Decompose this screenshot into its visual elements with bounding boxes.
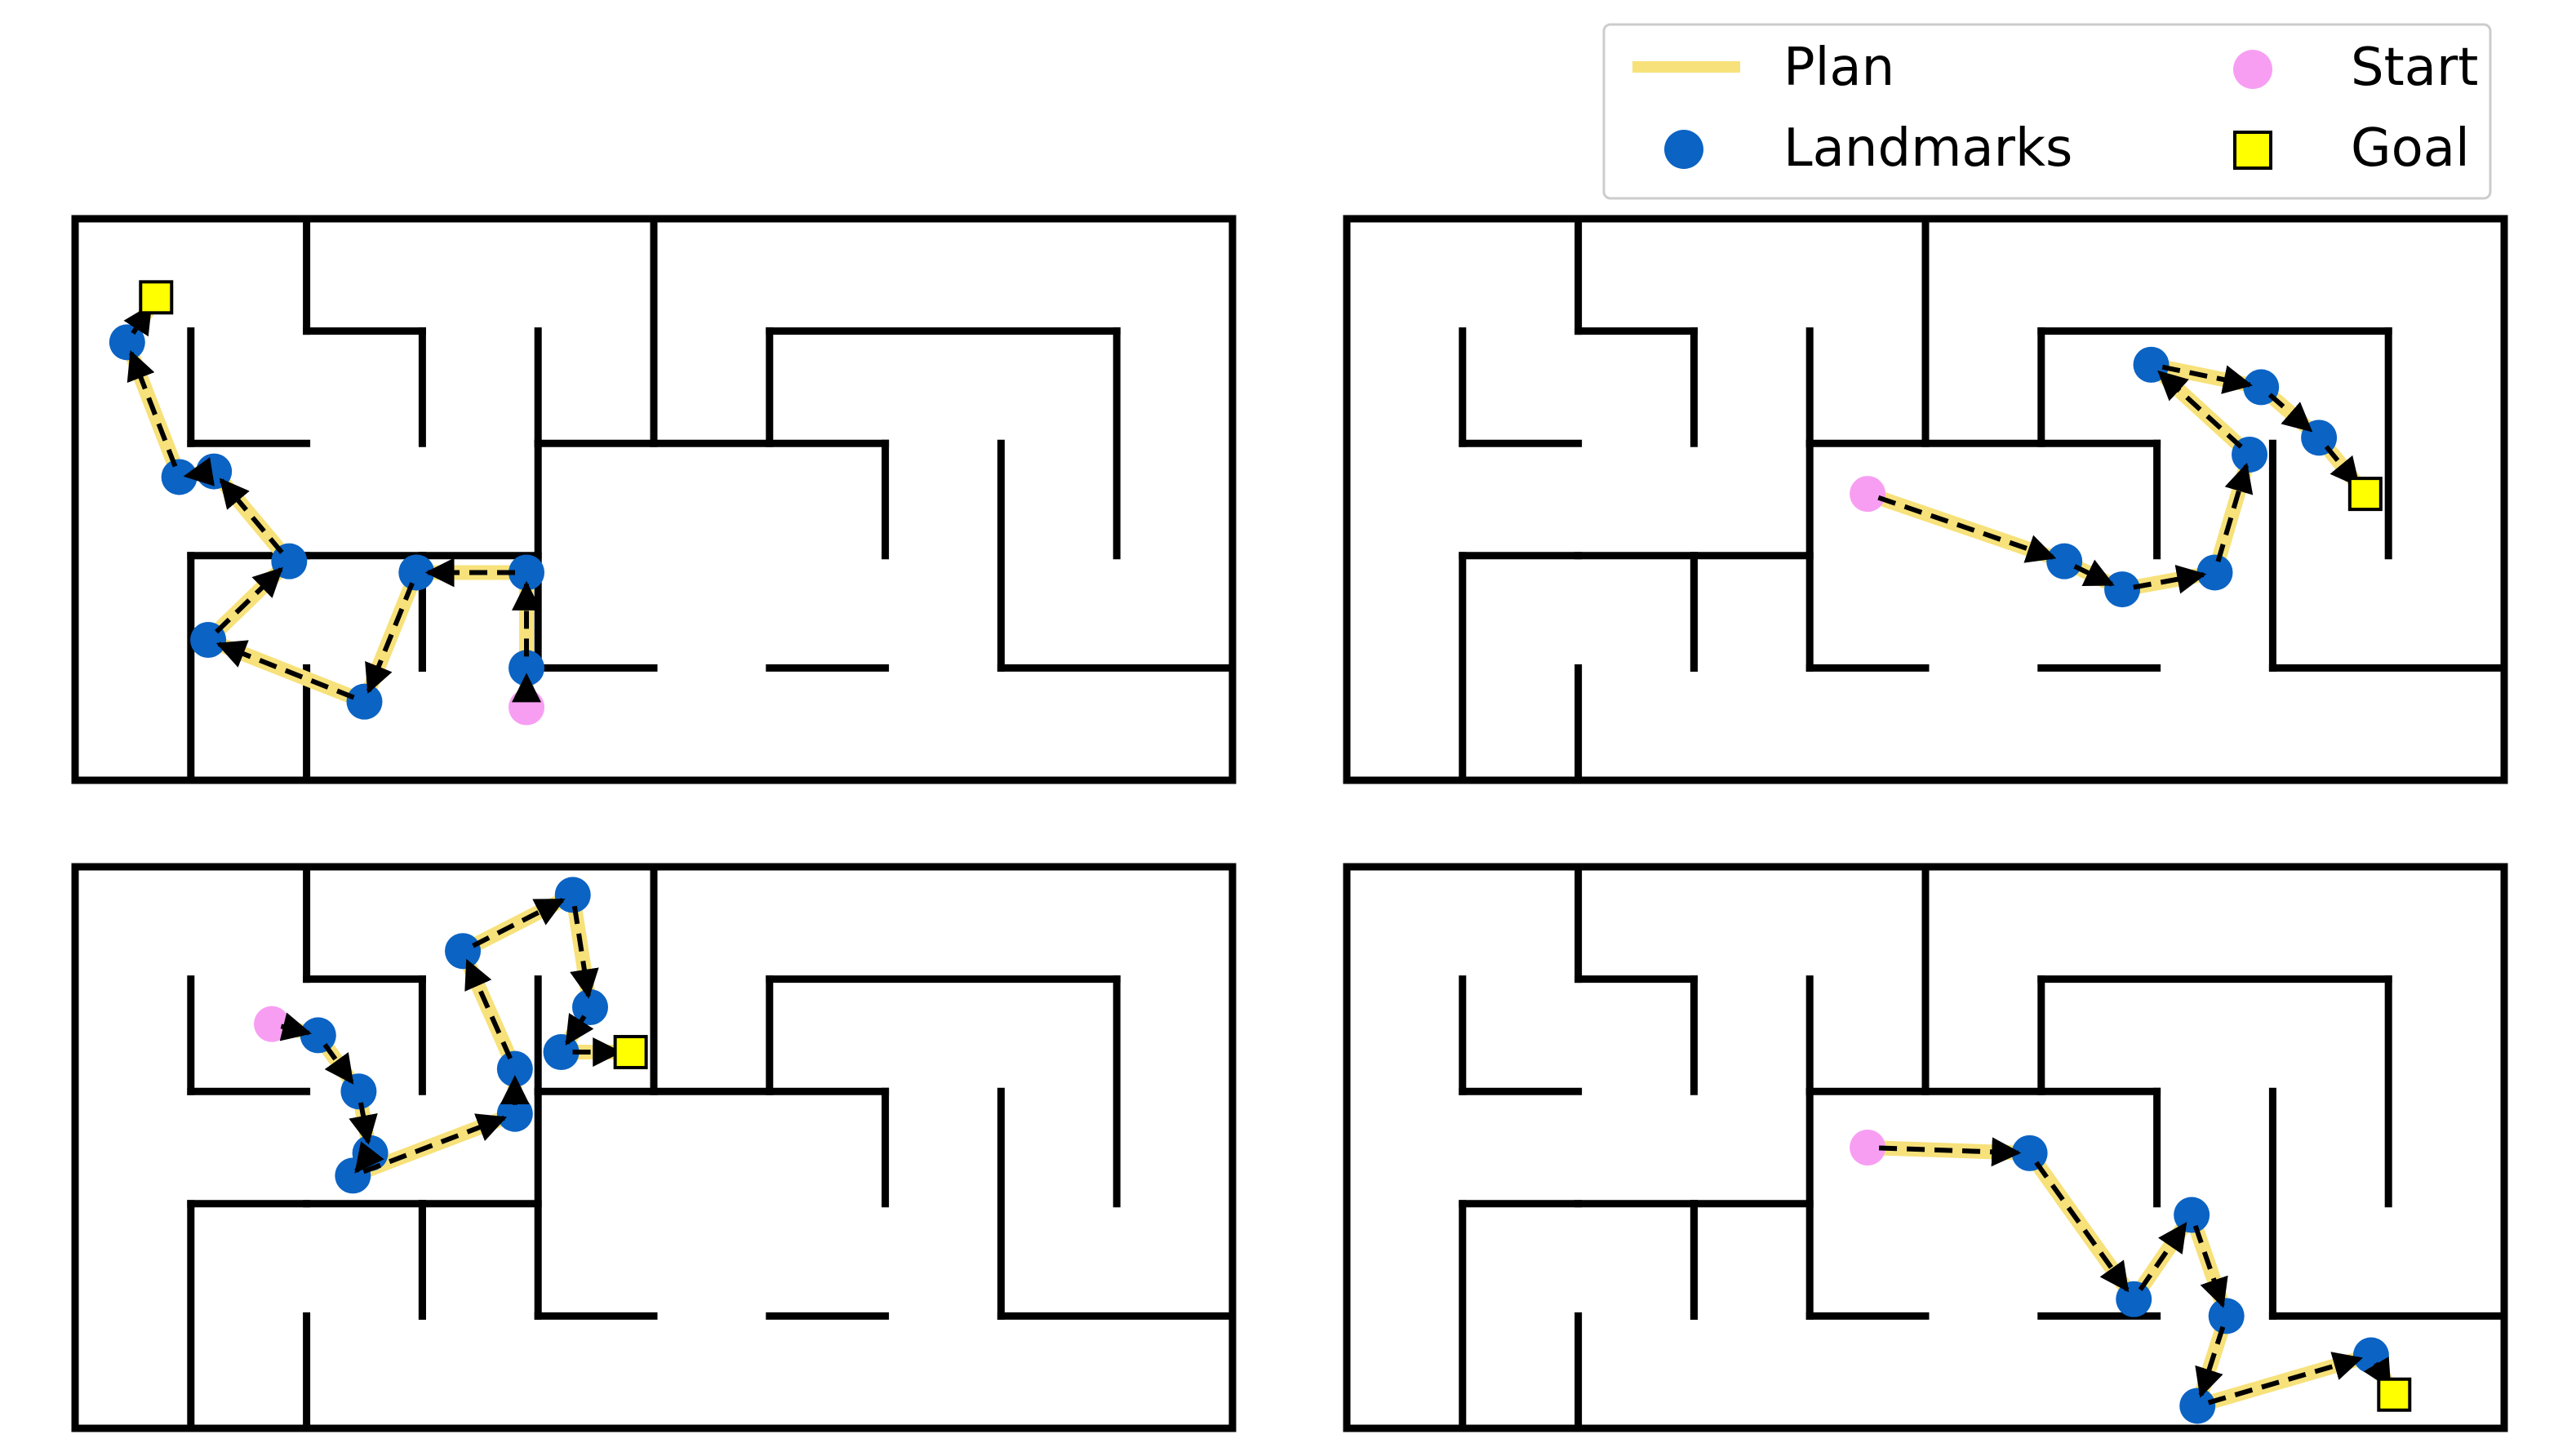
maze-panel-2 (1343, 215, 2508, 784)
plan-arrow (322, 1042, 354, 1085)
plan-arrow (2192, 1224, 2228, 1308)
plan-arrow (279, 1012, 312, 1041)
legend-landmark-swatch (1664, 130, 1703, 169)
plan-arrow (215, 640, 355, 700)
landmark-point (2208, 1298, 2245, 1334)
plan-arrow (123, 304, 153, 337)
plan-arrow (362, 1113, 508, 1174)
start-point (1850, 1130, 1886, 1166)
plan-arrow (365, 582, 415, 695)
legend-entry-landmarks: Landmarks (1664, 118, 2072, 179)
plan-arrow (183, 457, 215, 486)
landmark-point (2011, 1135, 2048, 1171)
maze-walls (1343, 215, 2508, 784)
plan-line (1860, 357, 2373, 597)
landmark-point (109, 324, 145, 361)
legend-goal-swatch (2233, 131, 2272, 170)
legend-entry-start: Start (2233, 38, 2478, 98)
legend: Plan Landmarks Start Goal (1602, 23, 2492, 200)
landmarks (109, 324, 545, 720)
maze-walls (1343, 863, 2508, 1432)
landmark-point (496, 1050, 533, 1087)
plan-arrows (123, 304, 542, 703)
plan-arrow (2363, 1357, 2392, 1390)
plan-arrow (565, 1013, 594, 1046)
plan-arrow (2267, 393, 2313, 433)
maze-panels (71, 215, 2508, 1432)
landmark-point (2179, 1388, 2216, 1424)
plan-arrows (1878, 1137, 2392, 1405)
plan-arrow (464, 958, 513, 1060)
plan-arrow (349, 1102, 378, 1145)
landmark-point (2174, 1197, 2210, 1233)
legend-start-label: Start (2351, 38, 2478, 98)
plan-arrow (219, 477, 284, 554)
landmark-point (445, 933, 482, 970)
maze-panel-3 (71, 863, 1237, 1432)
start-point (1850, 476, 1886, 513)
legend-landmarks-label: Landmarks (1783, 118, 2072, 179)
landmark-point (2046, 543, 2083, 579)
goal-point (613, 1035, 648, 1070)
landmarks (300, 877, 609, 1194)
legend-start-swatch (2233, 50, 2272, 89)
landmark-point (346, 683, 383, 720)
plan-arrow (2161, 364, 2254, 394)
plan-arrow (2073, 559, 2115, 587)
plan-arrow (472, 898, 566, 948)
legend-plan-label: Plan (1783, 38, 1894, 98)
maze-panel-4 (1343, 863, 2508, 1432)
plan-arrow (2157, 370, 2243, 449)
plan-arrow (1877, 495, 2057, 563)
landmark-point (2133, 346, 2170, 383)
plan-arrow (2133, 565, 2207, 594)
plan-line (119, 290, 535, 715)
plan-arrow (127, 350, 178, 468)
maze-panel-1 (71, 215, 1237, 784)
legend-goal-label: Goal (2351, 118, 2470, 179)
plan-arrow (354, 1141, 384, 1174)
plan-arrow (2138, 1222, 2187, 1291)
plan-path (119, 290, 535, 715)
start-point (254, 1006, 291, 1042)
landmark-point (2352, 1337, 2389, 1374)
landmark-point (300, 1017, 336, 1054)
legend-entry-goal: Goal (2233, 118, 2470, 179)
plan-line (1860, 1140, 2402, 1414)
plan-arrows (279, 898, 623, 1174)
plan-arrow (215, 566, 283, 634)
goal-point (2377, 1377, 2412, 1412)
plan-arrow (2195, 1325, 2226, 1398)
plan-arrow (570, 905, 599, 999)
plan-path (1860, 1140, 2402, 1414)
landmark-point (2116, 1281, 2152, 1317)
plan-path (1860, 357, 2373, 597)
maze-walls (71, 215, 1237, 784)
plan-arrow (2215, 462, 2254, 562)
plan-arrow (1878, 1137, 2022, 1167)
goal-point (139, 280, 174, 315)
maze-walls (71, 863, 1237, 1432)
goal-point (2347, 477, 2383, 512)
legend-entry-plan: Plan (1632, 38, 1894, 98)
